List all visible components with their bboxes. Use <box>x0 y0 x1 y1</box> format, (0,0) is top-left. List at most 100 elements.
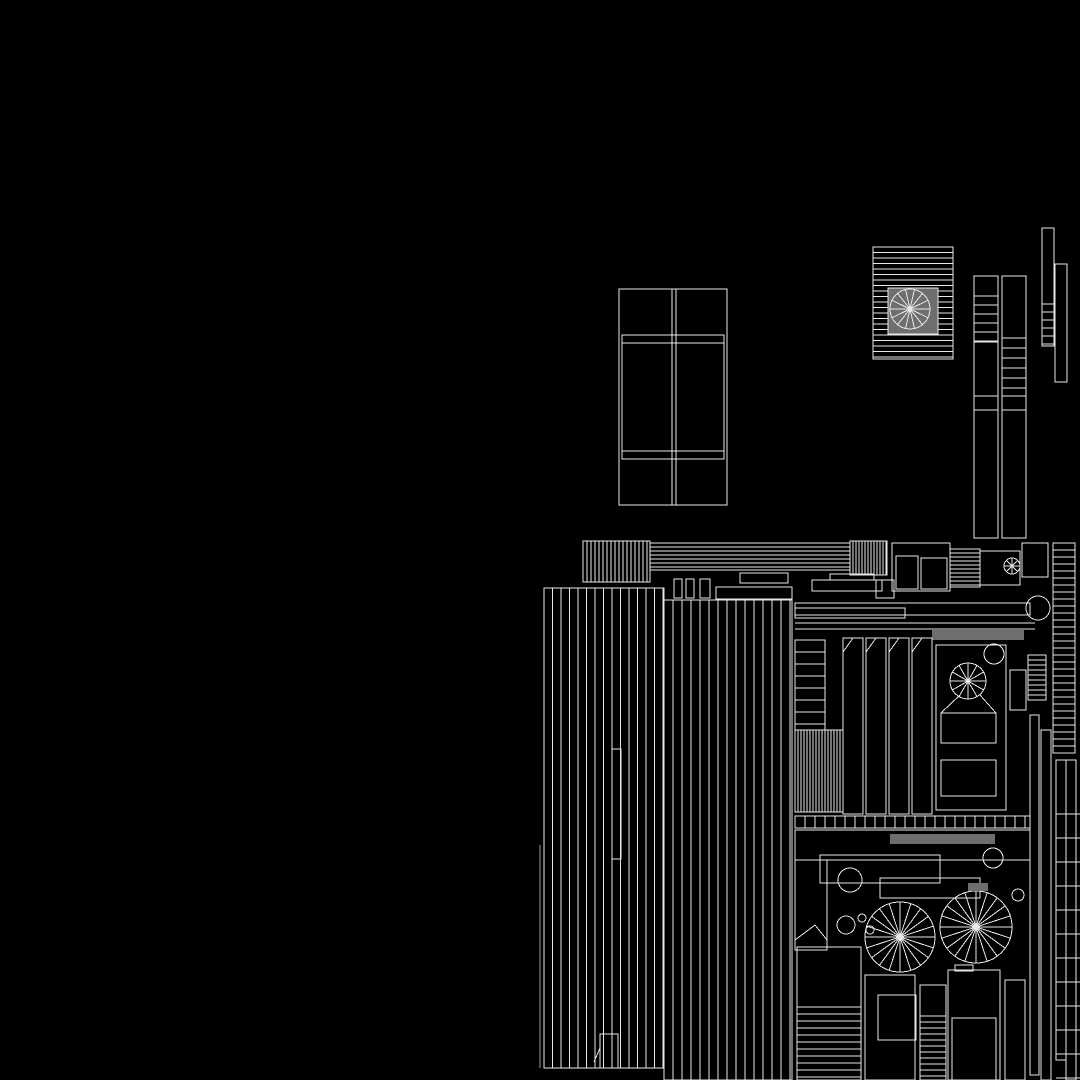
mid-column-cap <box>888 637 900 653</box>
band-filled-strip <box>932 630 1024 640</box>
uv-edge <box>940 694 961 714</box>
lower-arc <box>837 867 863 893</box>
fan-spoke <box>899 908 921 938</box>
lower-stack <box>947 969 1001 1080</box>
fan-spoke <box>866 925 901 938</box>
fan-spoke <box>891 299 911 310</box>
vent-outline <box>872 246 954 360</box>
fan-spoke <box>964 892 977 928</box>
lower-stack <box>1004 979 1026 1080</box>
fan-spoke <box>871 936 901 958</box>
mid-box <box>1027 654 1047 701</box>
fan-spoke <box>975 926 998 957</box>
fan-spoke <box>909 308 929 319</box>
lower-block <box>794 859 828 951</box>
fan-spoke <box>905 308 911 329</box>
lower-arc <box>982 847 1004 869</box>
panel-foot-edge <box>593 1047 601 1063</box>
fan-spoke <box>899 916 929 938</box>
fan-spoke <box>909 308 915 329</box>
side-strip <box>1054 263 1068 383</box>
fan-spoke <box>888 936 901 971</box>
band-flat-bar <box>715 586 793 600</box>
fan-spoke <box>946 926 977 949</box>
vent-grille-island <box>872 246 954 360</box>
mid-shape-inner <box>940 759 997 797</box>
fan-spoke <box>975 892 988 928</box>
door-panel-island <box>618 288 728 506</box>
top-band-islands <box>582 540 1049 640</box>
uv-edge <box>794 924 816 941</box>
tall-strip-islands <box>973 227 1068 539</box>
fan-spoke <box>899 936 934 949</box>
band-inner <box>920 557 948 590</box>
mid-shape-inner <box>940 712 997 744</box>
mid-column-cap <box>842 637 854 653</box>
vent-fan-housing <box>887 287 939 335</box>
fan-spoke <box>958 680 969 697</box>
large-striped-panel-island <box>539 587 793 1080</box>
fan-spoke <box>1011 559 1019 567</box>
lower-cluster-islands <box>794 829 1031 1080</box>
panel-right <box>663 599 793 1080</box>
mid-arc <box>983 643 1005 665</box>
fan-spoke <box>954 897 977 928</box>
fan-spoke <box>967 680 978 697</box>
mid-strip <box>794 607 906 619</box>
fan-spoke <box>879 936 901 966</box>
band-square <box>875 579 895 599</box>
small-tab <box>699 578 711 599</box>
band-box <box>1021 542 1049 578</box>
door-inner-panel <box>621 334 725 460</box>
small-tab <box>673 578 683 599</box>
fan-spoke <box>897 308 911 325</box>
mid-column-cap <box>865 637 877 653</box>
fan-spoke <box>899 925 934 938</box>
fan-spoke <box>899 936 929 958</box>
lower-inner <box>877 994 917 1041</box>
edge-rail <box>1040 729 1052 1080</box>
fan-spoke <box>871 916 901 938</box>
fan-spoke <box>975 905 1006 928</box>
fan-spoke <box>952 680 969 691</box>
fan-spoke <box>909 299 929 310</box>
lower-dot <box>857 913 867 923</box>
fan-spoke <box>952 671 969 682</box>
fan-spoke <box>946 905 977 928</box>
tall-strip-a <box>973 275 999 539</box>
side-strip <box>1041 227 1055 347</box>
fan-spoke <box>905 289 911 310</box>
mid-cluster-islands <box>794 602 1047 829</box>
fan-spoke <box>967 665 978 682</box>
lower-dot <box>865 925 875 935</box>
fan-spoke <box>975 926 1011 939</box>
lower-stack <box>919 984 947 1080</box>
fan-spoke <box>899 903 912 938</box>
edge-rail <box>1065 759 1077 1080</box>
fan-spoke <box>954 926 977 957</box>
uv-edge <box>814 924 828 941</box>
fan-spoke <box>909 308 923 325</box>
fan-spoke <box>899 936 912 971</box>
edge-rail <box>1029 714 1040 1076</box>
lower-stack <box>864 974 916 1080</box>
fan-spoke <box>967 671 984 682</box>
lower-filled-strip <box>890 834 995 844</box>
fan-spoke <box>1005 565 1013 573</box>
band-inner <box>895 555 919 590</box>
fan-spoke <box>975 926 988 962</box>
fan-spoke <box>958 665 969 682</box>
door-outline <box>618 288 728 506</box>
fan-spoke <box>891 308 911 319</box>
fan-spoke <box>888 903 901 938</box>
panel-handle <box>611 748 622 860</box>
fan-spoke <box>964 926 977 962</box>
fan-spoke <box>941 926 977 939</box>
band-flat-bar <box>739 572 789 584</box>
lower-arc <box>1011 888 1025 902</box>
fan-spoke <box>1005 559 1013 567</box>
fan-spoke <box>975 926 1006 949</box>
fan-spoke <box>975 897 998 928</box>
mid-shape <box>935 644 1007 811</box>
fan-spoke <box>879 908 901 938</box>
